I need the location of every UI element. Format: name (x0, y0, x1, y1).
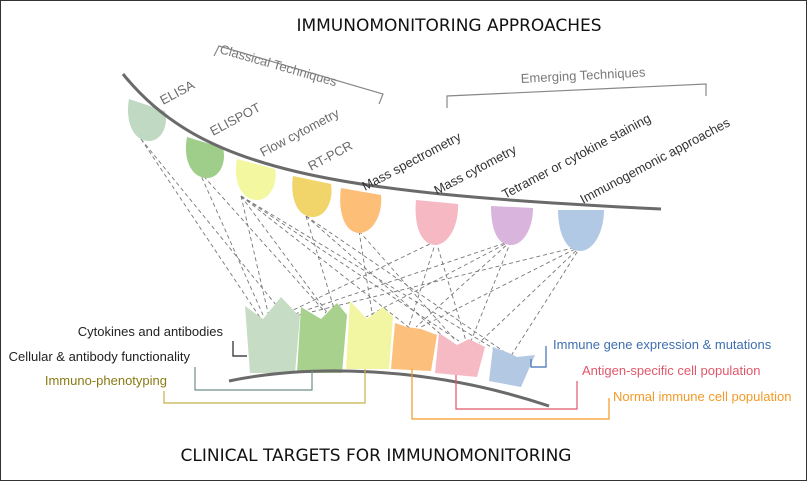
cytokines-cup (245, 297, 300, 373)
elispot-drop (185, 137, 225, 179)
immunophenotyping-bracket (163, 369, 366, 404)
tetramer-drop (491, 206, 533, 245)
functionality-cup (297, 303, 347, 373)
immune-gene-cup (489, 347, 535, 387)
connector-lines (140, 138, 582, 357)
technique-label-elisa: ELISA (157, 77, 197, 108)
functionality-bracket (194, 367, 313, 391)
cytokines-bracket (232, 341, 247, 357)
diagram-subtitle: CLINICAL TARGETS FOR IMMUNOMONITORING (181, 446, 572, 466)
antigen-specific-cup (435, 333, 485, 377)
immunogenomic-drop (558, 210, 604, 251)
technique-label-rt-pcr: RT-PCR (305, 138, 355, 174)
classical-group-label: Classical Techniques (218, 41, 339, 89)
mass-cytometry-drop (415, 200, 459, 245)
technique-label-elispot: ELISPOT (207, 100, 263, 139)
target-shapes (245, 297, 535, 387)
technique-label-tetramer: Tetramer or cytokine staining (499, 110, 653, 201)
technique-label-immunogenomic: Immunogemonic approaches (577, 114, 733, 206)
target-label-immunophenotyping: Immuno-phenotyping (45, 373, 167, 388)
normal-population-bracket (411, 369, 610, 420)
target-label-immune-gene: Immune gene expression & mutations (553, 337, 772, 352)
classical-bracket (213, 45, 384, 105)
emerging-group-label: Emerging Techniques (520, 64, 646, 86)
immunophenotyping-cup (346, 301, 393, 369)
target-label-antigen-specific: Antigen-specific cell population (582, 363, 761, 378)
techniques-arc (121, 73, 662, 211)
elisa-drop (127, 99, 167, 141)
mass-spectrometry-drop (340, 188, 382, 233)
targets-arc (228, 369, 550, 408)
diagram-title: IMMUNOMONITORING APPROACHES (296, 16, 601, 36)
target-label-functionality: Cellular & antibody functionality (9, 349, 191, 364)
target-label-normal-population: Normal immune cell population (613, 389, 791, 404)
normal-population-cup (391, 323, 437, 371)
flow-cytometry-drop (235, 159, 276, 201)
rt-pcr-drop (292, 176, 332, 218)
emerging-bracket (446, 83, 707, 108)
target-label-cytokines: Cytokines and antibodies (78, 324, 224, 339)
immune-gene-bracket (530, 346, 547, 368)
antigen-specific-bracket (455, 375, 578, 410)
